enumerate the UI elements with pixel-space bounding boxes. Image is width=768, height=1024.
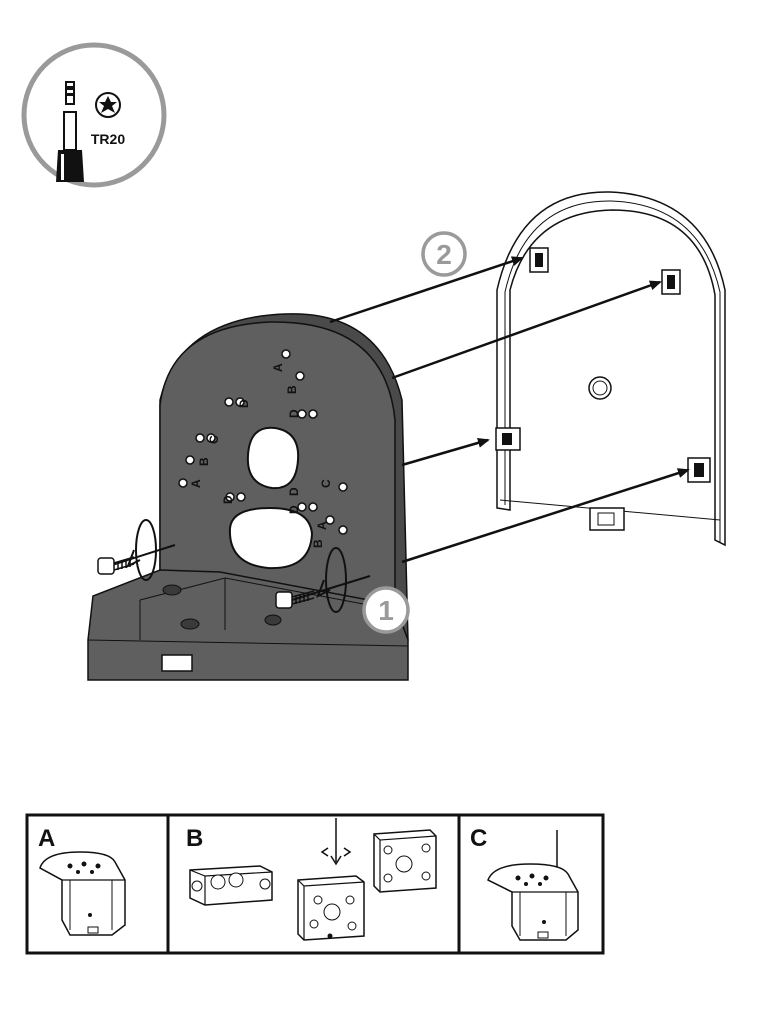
screwdriver-icon <box>56 81 84 182</box>
mounting-options-panel: A B <box>25 813 605 955</box>
hole-label-b-top: B <box>285 385 299 394</box>
arrow-top-right <box>391 280 662 380</box>
hole-label-a-top: A <box>271 363 285 372</box>
cover-plate <box>495 191 726 547</box>
cover-clip-top-right <box>661 269 681 295</box>
option-b-single-gang-box <box>189 865 273 906</box>
step-badge-2: 2 <box>421 231 467 277</box>
option-b: B <box>186 818 437 941</box>
cable-hole-upper <box>246 426 300 490</box>
tool-badge-ring <box>21 42 167 188</box>
hole-label-c-left: C <box>207 435 221 444</box>
option-c-letter: C <box>470 825 487 852</box>
step-badge-1: 1 <box>362 586 410 634</box>
option-a-bracket-illustration <box>39 851 126 936</box>
screw-left <box>97 519 176 581</box>
tool-badge: TR20 <box>21 42 167 188</box>
hole-label-d-mid-right: D <box>287 487 301 496</box>
arrow-top-left <box>329 256 524 324</box>
option-a-letter: A <box>38 825 55 852</box>
tool-size-label: TR20 <box>91 131 125 147</box>
hole-label-d-upper-right: D <box>287 409 301 418</box>
hole-label-d-upper-left: D <box>237 399 251 408</box>
hole-label-a-left: A <box>189 479 203 488</box>
mounting-holes <box>178 349 348 535</box>
alignment-arrows <box>329 256 690 564</box>
cover-clip-top-left <box>529 247 549 273</box>
option-b-letter: B <box>186 825 203 852</box>
wall-bracket: A B D D D C B A D C D A B <box>87 313 409 681</box>
hole-label-b-right: B <box>311 539 325 548</box>
cover-bottom-tab <box>589 507 625 531</box>
step-number-2: 2 <box>436 239 452 270</box>
option-b-square-box-front <box>297 875 365 941</box>
hole-label-a-right: A <box>315 521 329 530</box>
screw-right <box>275 547 371 613</box>
cover-clip-mid-right <box>687 457 711 483</box>
cover-hole <box>588 376 612 400</box>
hole-label-c-right: C <box>319 479 333 488</box>
hole-label-d-lower-left: D <box>221 495 235 504</box>
cover-clip-mid-left <box>495 427 521 451</box>
option-b-square-box-back <box>373 829 437 893</box>
rotation-arrow-left-icon <box>126 549 141 569</box>
option-b-direction-arrows-icon <box>320 818 352 866</box>
hole-label-d-lower-right: D <box>287 505 301 514</box>
option-c-bracket-illustration <box>487 830 579 941</box>
base-notch <box>161 654 193 672</box>
arrow-mid-left <box>401 437 490 467</box>
hole-label-b-left: B <box>197 457 211 466</box>
cable-hole-lower <box>228 506 314 570</box>
option-a: A <box>38 825 126 936</box>
arrow-mid-right <box>401 468 690 564</box>
torx-bit-icon <box>95 92 121 118</box>
option-c: C <box>470 825 579 941</box>
step-number-1: 1 <box>378 595 394 626</box>
rotation-arrow-right-icon <box>316 579 331 599</box>
